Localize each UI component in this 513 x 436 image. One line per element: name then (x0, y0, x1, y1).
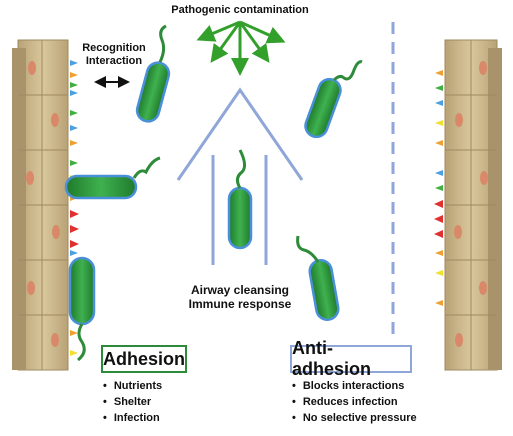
recognition-line-2: Interaction (85, 55, 143, 67)
adhesion-title: Adhesion (101, 345, 187, 373)
anti-adhesion-item: Blocks interactions (292, 378, 417, 394)
recognition-label: Recognition Interaction (74, 42, 154, 68)
adhesion-list: Nutrients Shelter Infection (103, 378, 162, 426)
anti-adhesion-list: Blocks interactions Reduces infection No… (292, 378, 417, 426)
cleansing-line-1: Airway cleansing (190, 283, 290, 297)
adhesion-item: Nutrients (103, 378, 162, 394)
anti-adhesion-item: No selective pressure (292, 410, 417, 426)
recognition-line-1: Recognition (82, 42, 146, 54)
cleansing-line-2: Immune response (188, 297, 292, 311)
right-epithelium (434, 39, 502, 371)
anti-adhesion-title: Anti-adhesion (290, 338, 412, 379)
green-burst-arrows (196, 20, 286, 76)
adhesion-item: Infection (103, 410, 162, 426)
adhesion-item: Shelter (103, 394, 162, 410)
left-epithelium (12, 39, 69, 371)
cleansing-label: Airway cleansing Immune response (180, 283, 300, 311)
anti-adhesion-item: Reduces infection (292, 394, 417, 410)
contamination-label: Pathogenic contamination (171, 4, 309, 16)
bacteria (64, 24, 363, 362)
chevron-up-lines (176, 87, 304, 265)
